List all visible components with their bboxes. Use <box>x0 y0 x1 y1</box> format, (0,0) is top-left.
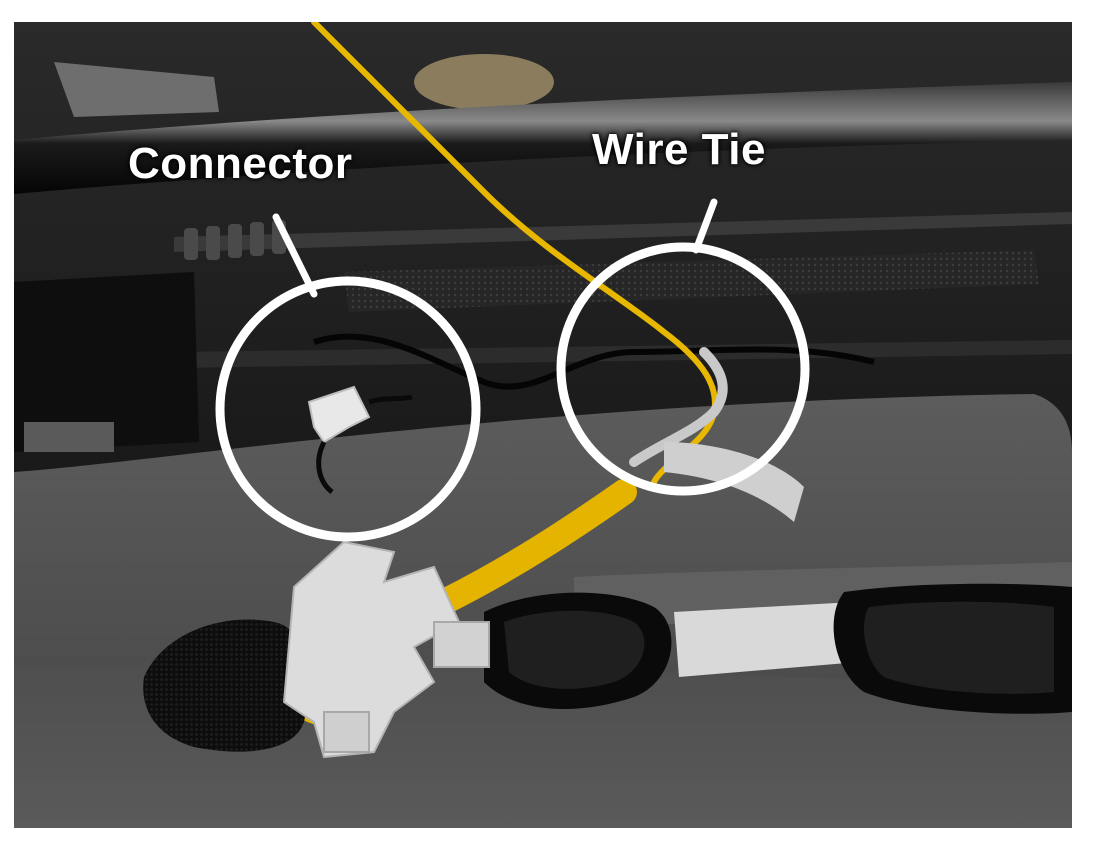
wire-tie-label: Wire Tie <box>592 125 766 174</box>
left-duct <box>484 592 672 709</box>
black-wire <box>313 333 875 390</box>
mesh-strip <box>344 250 1039 312</box>
spring-coil <box>184 220 286 260</box>
connector-leader-line <box>272 213 318 298</box>
upper-frame-bar <box>14 82 1072 194</box>
fabric-wrap <box>143 619 308 752</box>
left-plate <box>24 422 114 452</box>
connector-callout-circle <box>215 276 481 542</box>
main-connector <box>282 540 490 759</box>
right-duct <box>833 583 1072 714</box>
seat-gap <box>674 602 859 677</box>
photo-illustration <box>14 22 1072 828</box>
round-pad <box>414 54 554 110</box>
wire-tie-callout-circle <box>556 242 810 496</box>
seat-harness-photo <box>14 22 1072 828</box>
wire-tie-leader-line <box>692 198 718 254</box>
left-bracket <box>14 272 199 452</box>
foam-block <box>54 62 219 117</box>
connector-label: Connector <box>128 139 353 188</box>
small-connector <box>307 385 413 494</box>
middle-rod <box>174 212 1072 252</box>
yellow-wire <box>311 22 718 485</box>
wire-tie-strap <box>629 347 728 467</box>
